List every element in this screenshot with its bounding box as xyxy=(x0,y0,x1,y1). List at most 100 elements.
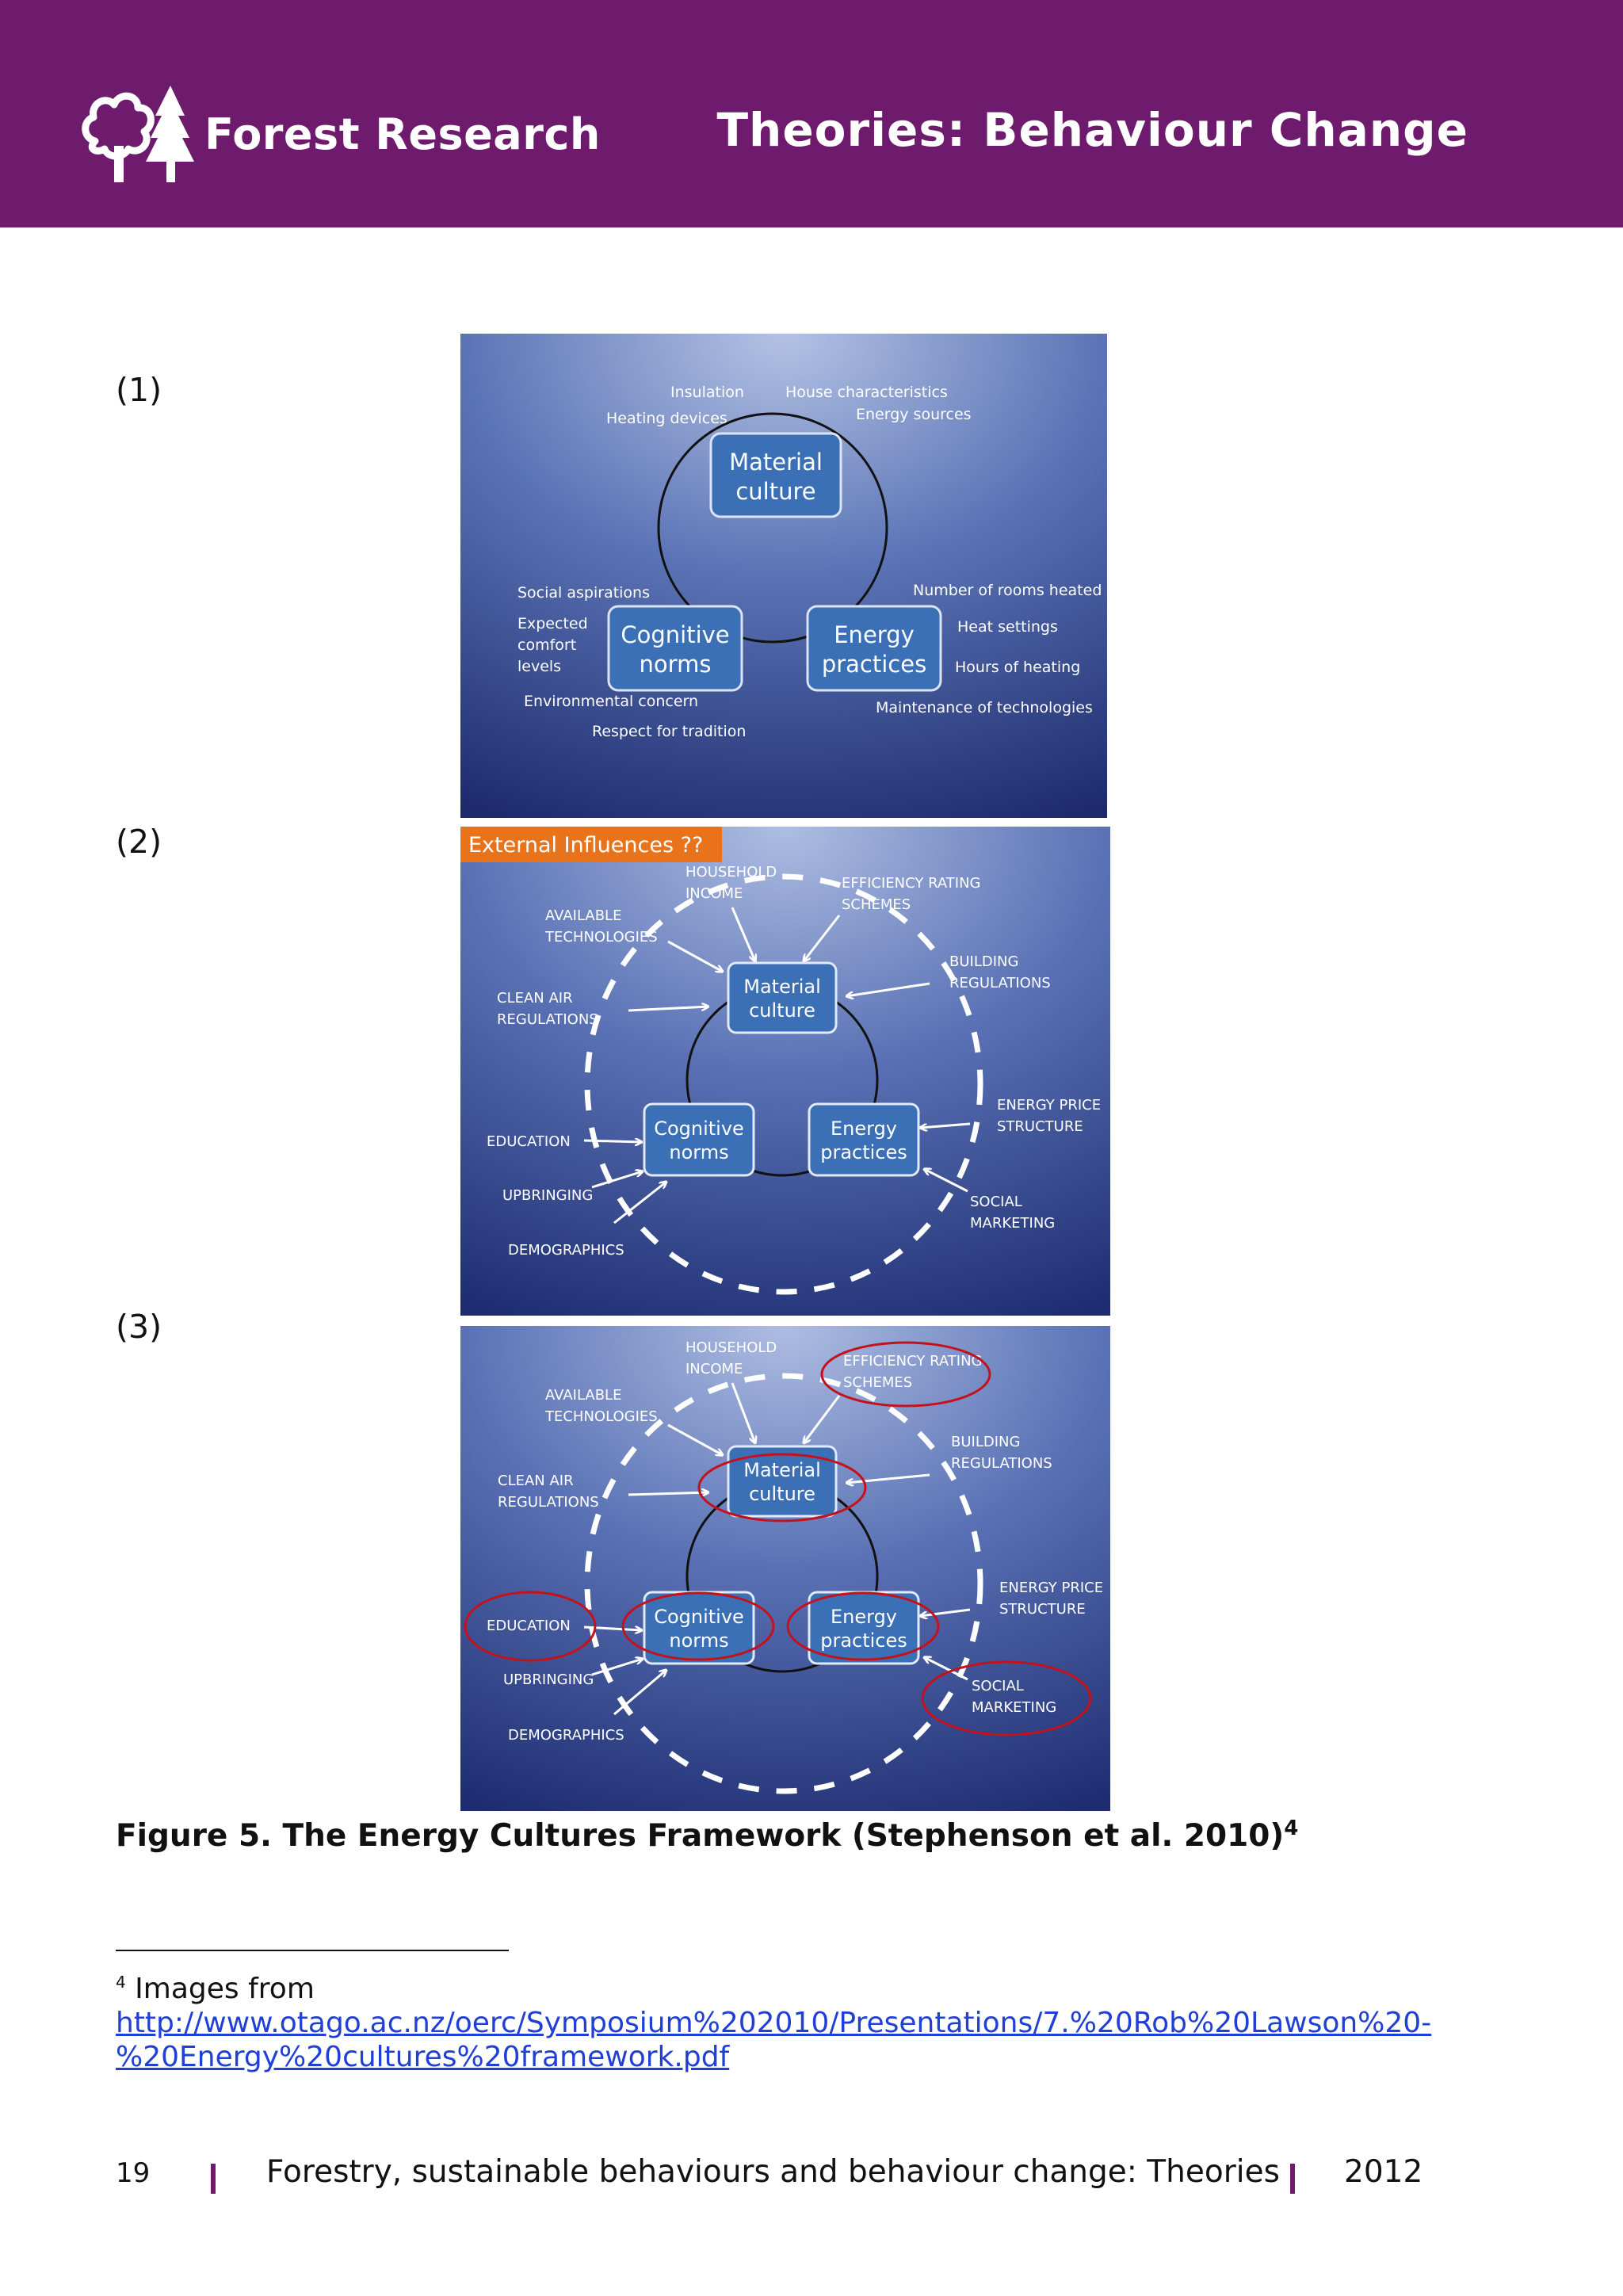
footnote-text: Images from xyxy=(125,1973,315,2005)
svg-text:Material: Material xyxy=(743,1459,821,1481)
svg-text:Cognitive: Cognitive xyxy=(654,1606,744,1628)
influence-education: EDUCATION xyxy=(487,1133,571,1150)
influence-clean-air: CLEAN AIR xyxy=(498,1473,574,1489)
figure-3-panel: Material culture Cognitive norms Energy … xyxy=(460,1326,1110,1811)
annotation-house-characteristics: House characteristics xyxy=(785,384,948,401)
annotation-environmental-concern: Environmental concern xyxy=(524,693,698,710)
influence-education: EDUCATION xyxy=(487,1618,571,1634)
node-energy-practices: Energy practices xyxy=(808,1102,920,1177)
svg-text:TECHNOLOGIES: TECHNOLOGIES xyxy=(544,929,658,946)
figure-3-label: (3) xyxy=(116,1308,162,1346)
node-cognitive-norms: Cognitive norms xyxy=(643,1591,755,1665)
influence-available-technologies: AVAILABLE xyxy=(545,907,621,924)
influence-available-technologies: AVAILABLE xyxy=(545,1387,621,1404)
svg-text:STRUCTURE: STRUCTURE xyxy=(997,1118,1083,1135)
node-cognitive-norms: Cognitive norms xyxy=(607,605,743,692)
svg-text:Energy: Energy xyxy=(831,1117,897,1140)
svg-text:norms: norms xyxy=(669,1629,728,1652)
annotation-hours-of-heating: Hours of heating xyxy=(955,659,1080,676)
svg-text:culture: culture xyxy=(749,1483,815,1505)
influence-social-marketing: SOCIAL xyxy=(970,1194,1022,1210)
annotation-heating-devices: Heating devices xyxy=(606,410,727,427)
footer-divider xyxy=(211,2164,216,2194)
node-material-culture: Material culture xyxy=(727,961,838,1034)
figure-2-panel: External Influences ?? Material culture xyxy=(460,827,1110,1316)
annotation-insulation: Insulation xyxy=(670,384,744,401)
annotation-rooms-heated: Number of rooms heated xyxy=(913,582,1102,599)
svg-text:Material: Material xyxy=(743,976,821,998)
svg-text:REGULATIONS: REGULATIONS xyxy=(949,975,1051,991)
page-number: 19 xyxy=(116,2157,151,2189)
external-influences-banner: External Influences ?? xyxy=(460,827,722,862)
influence-energy-price: ENERGY PRICE xyxy=(997,1097,1101,1114)
svg-text:INCOME: INCOME xyxy=(685,885,743,902)
influence-efficiency-rating: EFFICIENCY RATING xyxy=(843,1353,982,1370)
annotation-comfort: comfort xyxy=(517,636,576,654)
caption-footnote-ref: 4 xyxy=(1284,1817,1299,1840)
influence-household-income: HOUSEHOLD xyxy=(685,1339,777,1356)
svg-text:culture: culture xyxy=(735,478,815,505)
influence-demographics: DEMOGRAPHICS xyxy=(508,1242,624,1259)
footnote-link[interactable]: http://www.otago.ac.nz/oerc/Symposium%20… xyxy=(116,2007,1432,2073)
influence-clean-air: CLEAN AIR xyxy=(497,990,573,1007)
svg-text:REGULATIONS: REGULATIONS xyxy=(951,1455,1052,1472)
annotation-energy-sources: Energy sources xyxy=(856,406,972,423)
svg-text:REGULATIONS: REGULATIONS xyxy=(497,1011,598,1028)
influence-household-income: HOUSEHOLD xyxy=(685,864,777,881)
footnote-separator xyxy=(116,1950,509,1951)
node-material-culture: Material culture xyxy=(727,1445,838,1518)
svg-text:Energy: Energy xyxy=(834,621,915,648)
figure-caption: Figure 5. The Energy Cultures Framework … xyxy=(116,1817,1299,1854)
svg-text:REGULATIONS: REGULATIONS xyxy=(498,1494,599,1511)
annotation-social-aspirations: Social aspirations xyxy=(517,584,650,602)
page-footer: 19 Forestry, sustainable behaviours and … xyxy=(116,2154,1510,2202)
svg-text:External Influences ??: External Influences ?? xyxy=(468,833,703,858)
footnote: 4 Images from http://www.otago.ac.nz/oer… xyxy=(116,1966,1447,2074)
influence-efficiency-rating: EFFICIENCY RATING xyxy=(842,875,980,892)
influence-upbringing: UPBRINGING xyxy=(502,1187,593,1204)
footer-year: 2012 xyxy=(1344,2154,1423,2190)
annotation-maintenance: Maintenance of technologies xyxy=(876,699,1093,716)
influence-building-regulations: BUILDING xyxy=(949,953,1018,970)
svg-text:SCHEMES: SCHEMES xyxy=(843,1374,912,1391)
figure-1-panel: Material culture Cognitive norms Energy … xyxy=(460,334,1107,818)
svg-text:STRUCTURE: STRUCTURE xyxy=(999,1601,1086,1618)
tree-logo-icon xyxy=(82,86,194,182)
logo-text: Forest Research xyxy=(204,109,601,159)
influence-demographics: DEMOGRAPHICS xyxy=(508,1727,624,1744)
svg-text:practices: practices xyxy=(822,651,926,678)
influence-upbringing: UPBRINGING xyxy=(503,1671,594,1688)
svg-text:MARKETING: MARKETING xyxy=(972,1699,1056,1716)
svg-text:norms: norms xyxy=(640,651,712,678)
svg-text:Cognitive: Cognitive xyxy=(621,621,729,648)
influence-energy-price: ENERGY PRICE xyxy=(999,1580,1103,1596)
influence-social-marketing: SOCIAL xyxy=(972,1678,1024,1694)
svg-text:TECHNOLOGIES: TECHNOLOGIES xyxy=(544,1408,658,1425)
svg-text:INCOME: INCOME xyxy=(685,1361,743,1377)
node-cognitive-norms: Cognitive norms xyxy=(643,1102,755,1177)
svg-text:SCHEMES: SCHEMES xyxy=(842,896,911,913)
page-header: Forest Research Theories: Behaviour Chan… xyxy=(0,0,1623,227)
annotation-heat-settings: Heat settings xyxy=(957,618,1058,636)
svg-text:norms: norms xyxy=(669,1141,728,1163)
page-title: Theories: Behaviour Change xyxy=(716,103,1468,157)
node-energy-practices: Energy practices xyxy=(806,605,942,692)
svg-text:practices: practices xyxy=(820,1629,907,1652)
svg-text:practices: practices xyxy=(820,1141,907,1163)
influence-building-regulations: BUILDING xyxy=(951,1434,1020,1450)
annotation-respect-for-tradition: Respect for tradition xyxy=(592,723,746,740)
svg-text:Cognitive: Cognitive xyxy=(654,1117,744,1140)
svg-text:culture: culture xyxy=(749,999,815,1022)
annotation-expected: Expected xyxy=(517,615,588,632)
svg-text:Material: Material xyxy=(729,449,823,476)
footnote-marker: 4 xyxy=(116,1973,126,1992)
svg-text:Energy: Energy xyxy=(831,1606,897,1628)
node-material-culture: Material culture xyxy=(709,432,842,518)
figure-1-label: (1) xyxy=(116,371,162,409)
node-energy-practices: Energy practices xyxy=(808,1591,920,1665)
highlight-circles xyxy=(464,1341,1092,1736)
figure-2-label: (2) xyxy=(116,823,162,861)
footer-divider xyxy=(1290,2164,1295,2194)
annotation-levels: levels xyxy=(517,658,561,675)
footer-title: Forestry, sustainable behaviours and beh… xyxy=(266,2154,1280,2190)
